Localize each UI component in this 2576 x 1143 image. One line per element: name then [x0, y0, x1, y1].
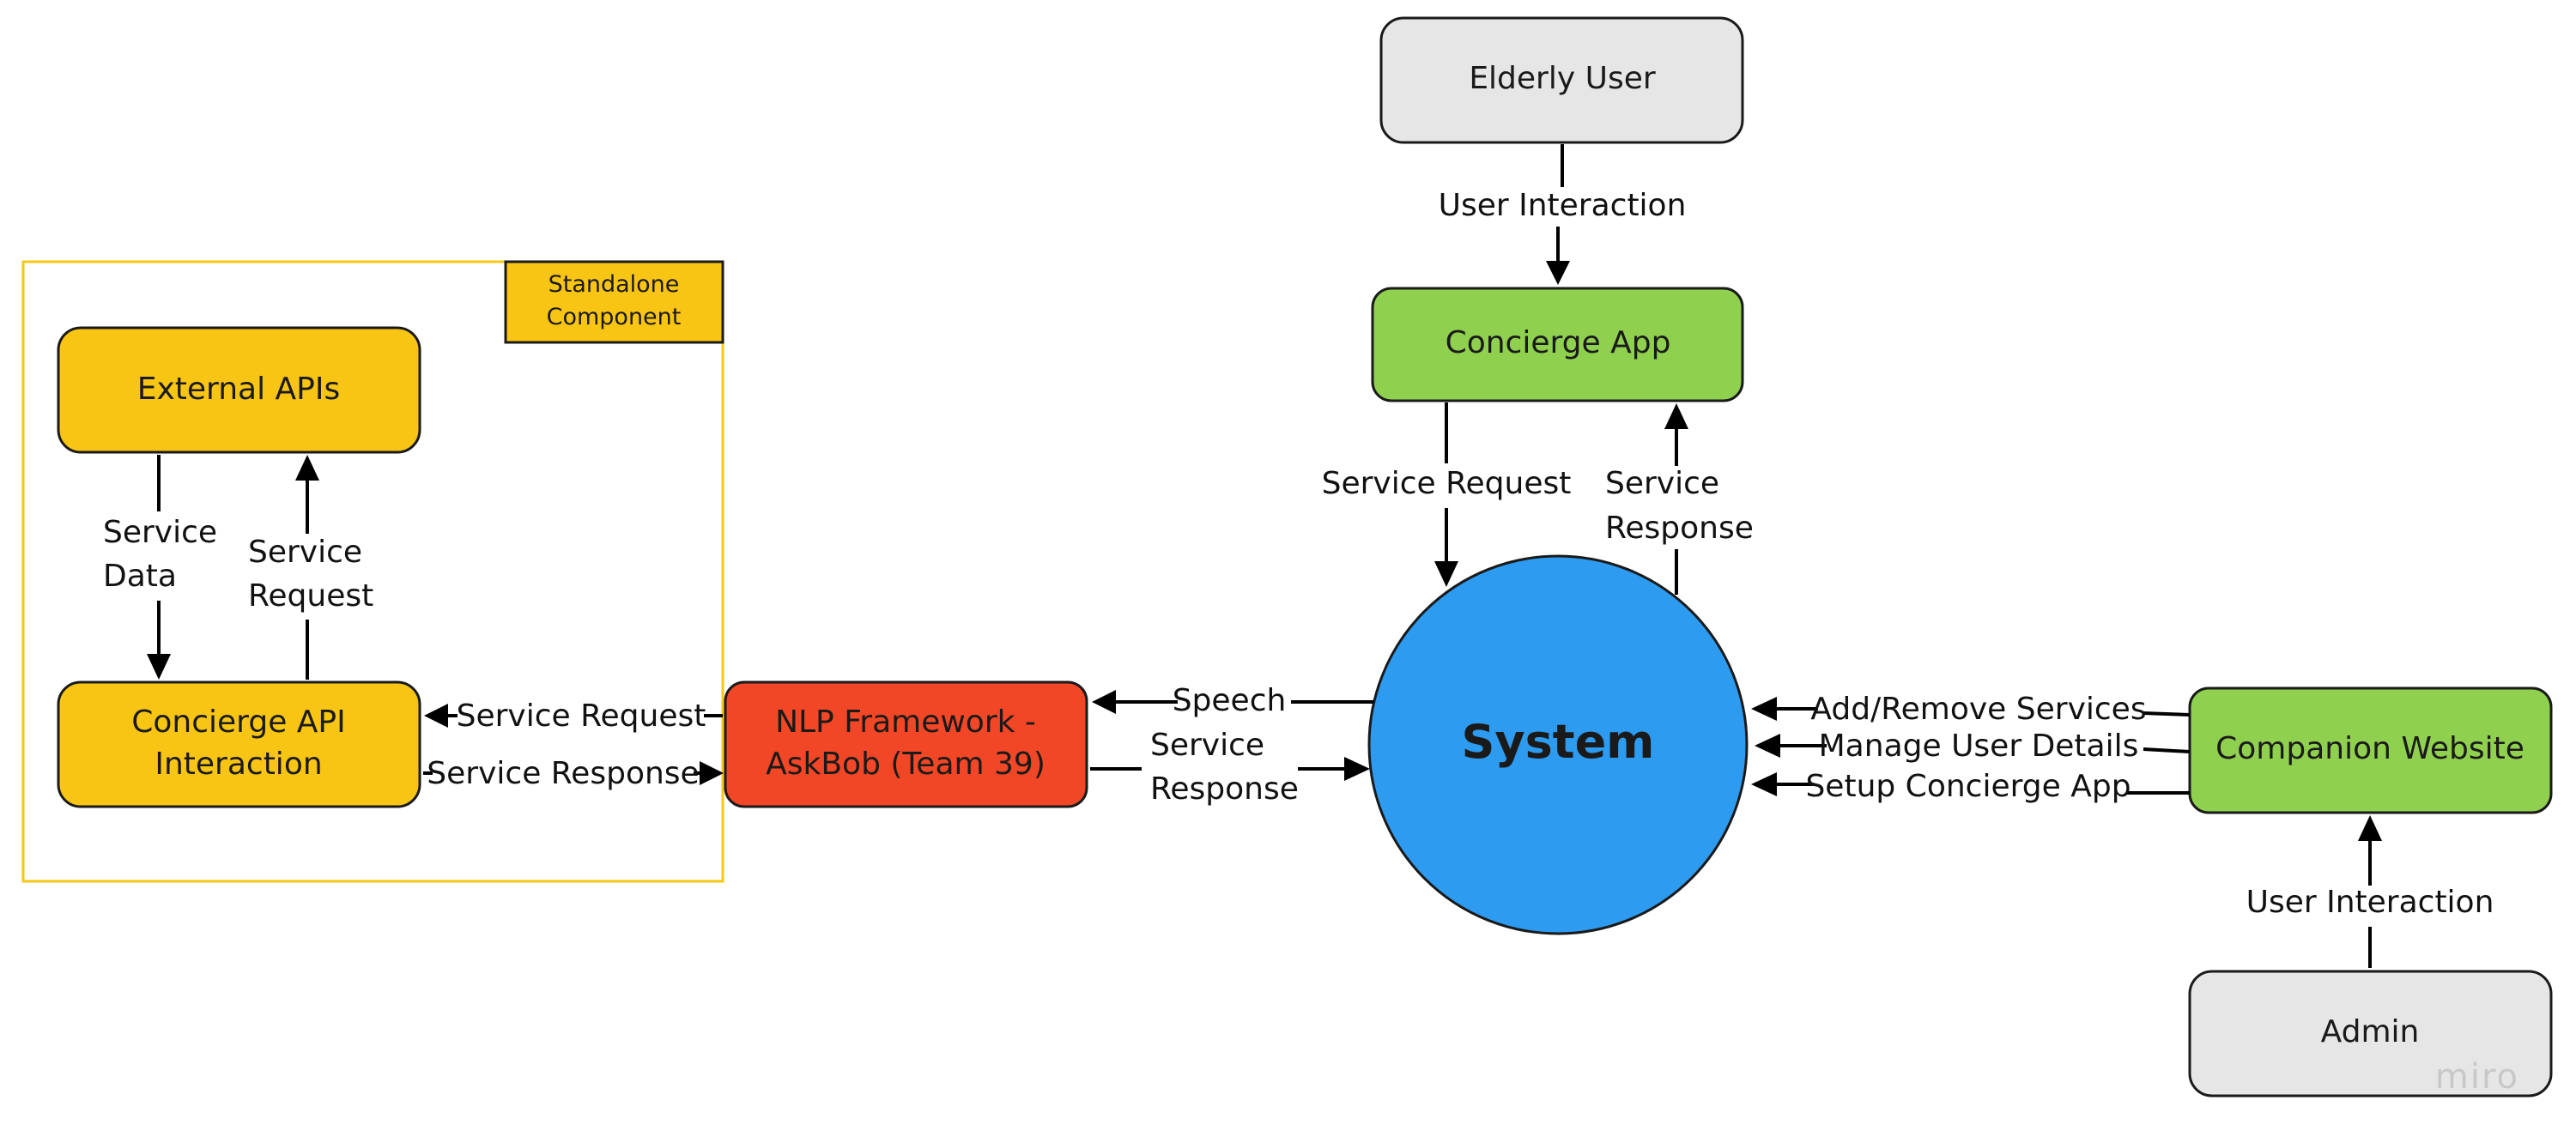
edge-label-user-interaction-top: User Interaction	[1439, 188, 1687, 223]
edge-service-request-app	[1434, 402, 1458, 587]
nlp-label-line2: AskBob (Team 39)	[766, 747, 1046, 782]
external-apis-label: External APIs	[137, 372, 341, 407]
concierge-api-label-line1: Concierge API	[131, 705, 346, 740]
edge-service-request-ext	[295, 455, 319, 680]
standalone-component-tag	[504, 260, 724, 344]
concierge-api-label-line2: Interaction	[155, 747, 322, 782]
edge-add-remove-services	[1751, 697, 2191, 721]
standalone-component-frame	[21, 260, 724, 883]
edge-user-interaction-top	[1546, 144, 1570, 285]
edge-label-service-request-ext-line1: Service	[248, 535, 362, 570]
edge-label-service-request-ext-line2: Request	[248, 578, 373, 614]
edge-label-manage-user-details: Manage User Details	[1819, 729, 2139, 764]
edge-service-response-app	[1664, 403, 1688, 595]
system-node[interactable]	[1367, 554, 1749, 935]
edge-manage-user-details	[1755, 734, 2191, 758]
elderly-user-node[interactable]	[1379, 16, 1744, 144]
edge-label-service-response-app-line2: Response	[1605, 511, 1754, 546]
system-label: System	[1462, 715, 1655, 769]
edge-service-request-api	[424, 704, 723, 728]
admin-label: Admin	[2321, 1014, 2420, 1049]
companion-website-label: Companion Website	[2215, 731, 2524, 766]
nlp-framework-node[interactable]	[724, 680, 1088, 808]
edge-label-service-response-app-line1: Service	[1605, 466, 1719, 501]
standalone-label-line2: Component	[547, 304, 682, 330]
edge-label-setup-concierge-app: Setup Concierge App	[1805, 769, 2131, 804]
edge-label-service-response-nlp-line1: Service	[1150, 728, 1264, 763]
concierge-app-label: Concierge App	[1446, 325, 1671, 360]
edge-label-service-request-app: Service Request	[1322, 466, 1572, 501]
edge-service-data	[147, 455, 171, 680]
edge-label-user-interaction-admin: User Interaction	[2246, 885, 2494, 920]
concierge-app-node[interactable]	[1371, 287, 1744, 402]
edge-label-service-data-line2: Data	[103, 559, 177, 594]
elderly-user-label: Elderly User	[1469, 61, 1656, 96]
edge-service-response-api	[423, 761, 724, 785]
edge-label-service-response-api: Service Response	[427, 756, 699, 791]
edge-user-interaction-admin	[2358, 815, 2382, 968]
edge-setup-concierge-app	[1751, 772, 2190, 796]
edge-label-service-request-api: Service Request	[457, 698, 706, 734]
miro-watermark: miro	[2435, 1057, 2519, 1097]
edge-label-speech: Speech	[1173, 683, 1287, 718]
edge-label-service-data-line1: Service	[103, 515, 217, 550]
standalone-label-line1: Standalone	[549, 271, 680, 298]
edge-label-add-remove-services: Add/Remove Services	[1810, 692, 2146, 727]
nlp-label-line1: NLP Framework -	[775, 705, 1036, 740]
edge-speech	[1092, 690, 1373, 714]
edge-label-service-response-nlp-line2: Response	[1150, 771, 1299, 807]
admin-node[interactable]	[2188, 970, 2553, 1098]
concierge-api-interaction-node[interactable]	[57, 680, 421, 808]
external-apis-node[interactable]	[57, 326, 421, 454]
edge-service-response-nlp	[1090, 757, 1370, 781]
